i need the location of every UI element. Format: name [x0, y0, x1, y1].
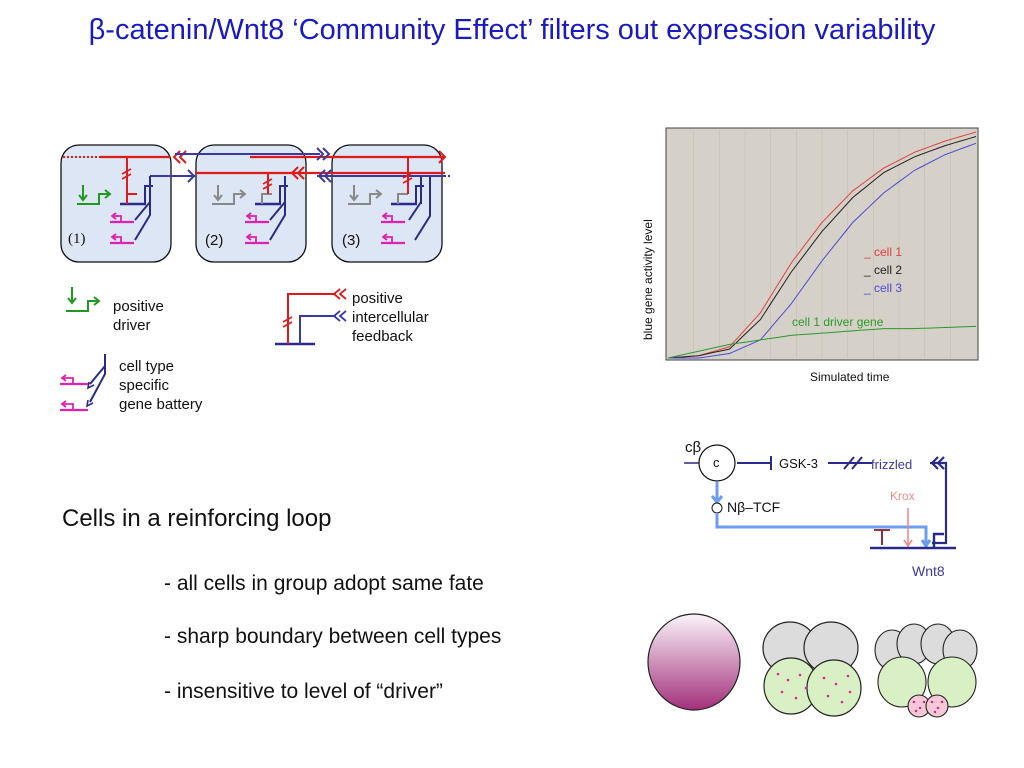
- cell-box-2: [195, 144, 307, 263]
- wnt8-label: Wnt8: [912, 563, 945, 579]
- wnt8-pathway-diagram: cβ c GSK-3 frizzled Nβ–TCF Krox Wnt8: [684, 439, 956, 579]
- series-line-cell-1-driver-gene: [667, 325, 977, 359]
- nbeta-tcf-label: Nβ–TCF: [727, 499, 780, 515]
- slide-title: β-catenin/Wnt8 ‘Community Effect’ filter…: [88, 14, 936, 46]
- krox-label: Krox: [890, 489, 915, 503]
- plot-legend-cell-2: _ cell 2: [863, 263, 902, 277]
- bullet-3: - insensitive to level of “driver”: [164, 680, 443, 703]
- section-heading: Cells in a reinforcing loop: [62, 505, 332, 532]
- embryo-8cell-illustration: [762, 621, 862, 717]
- plot-grid: [693, 130, 951, 358]
- plot-driver-label: cell 1 driver gene: [792, 315, 884, 329]
- plot-series: [667, 131, 977, 359]
- cell-label-1: (1): [68, 231, 86, 247]
- plot-legend-cell-1: _ cell 1: [863, 245, 902, 259]
- cell-3-circuit: [348, 157, 431, 245]
- cbeta-label: cβ: [685, 439, 702, 456]
- egg-illustration: [647, 613, 741, 711]
- simulation-line-chart: blue gene activity level Simulated time …: [641, 127, 979, 384]
- driver-symbol-icon: [66, 287, 101, 312]
- cell-2-circuit: [212, 173, 288, 245]
- series-line-cell-1: [667, 131, 977, 359]
- plot-legend-cell-3: _ cell 3: [863, 281, 902, 295]
- tcf-site: [711, 502, 723, 514]
- bullet-1: - all cells in group adopt same fate: [164, 572, 484, 595]
- three-cell-network-diagram: (1) (2) (3): [60, 144, 450, 263]
- bullet-2: - sharp boundary between cell types: [164, 625, 502, 648]
- feedback-symbol-icon: [275, 288, 347, 346]
- cell-label-3: (3): [342, 232, 360, 249]
- legend-feedback-label: positive intercellular feedback: [352, 290, 429, 345]
- plot-ylabel: blue gene activity level: [641, 219, 655, 340]
- legend-battery-label: cell type specific gene battery: [119, 358, 203, 413]
- plot-xlabel: Simulated time: [810, 370, 890, 384]
- battery-symbol-icon: [60, 354, 106, 412]
- cell-1-circuit: [77, 157, 153, 245]
- legend-driver-label: positive driver: [113, 298, 164, 334]
- frizzled-label: frizzled: [871, 457, 912, 472]
- series-line-cell-2: [667, 136, 977, 359]
- cell-box-3: [331, 144, 443, 263]
- gsk3-label: GSK-3: [779, 456, 818, 471]
- c-complex: [698, 444, 736, 482]
- embryo-16cell-illustration: [874, 623, 978, 718]
- series-line-cell-3: [668, 142, 977, 359]
- cell-label-2: (2): [205, 232, 223, 249]
- c-label: c: [713, 455, 720, 470]
- cell-box-1: [60, 144, 172, 263]
